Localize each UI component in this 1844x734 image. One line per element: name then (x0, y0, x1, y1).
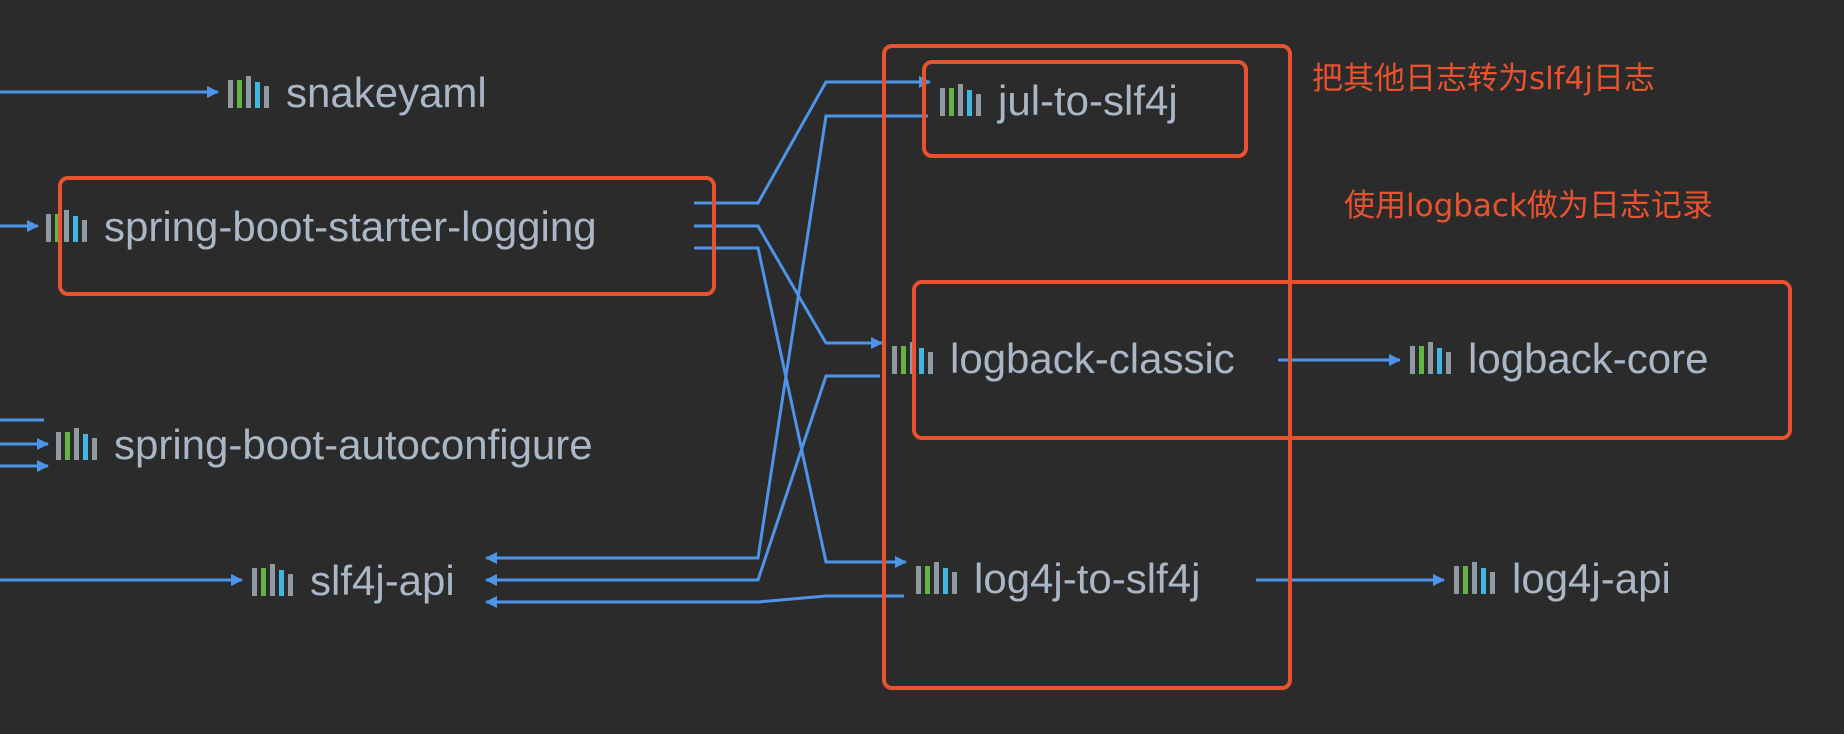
node-label: jul-to-slf4j (996, 77, 1178, 124)
node-label: logback-classic (950, 335, 1235, 382)
highlight-logback (912, 280, 1792, 440)
maven-library-icon (916, 562, 957, 594)
node-slf4j-api[interactable]: slf4j-api (252, 557, 455, 604)
node-snakeyaml[interactable]: snakeyaml (228, 69, 487, 116)
edge-logging-to-logback-classic (694, 224, 883, 349)
node-label: slf4j-api (310, 557, 455, 604)
node-logback-classic[interactable]: logback-classic (892, 335, 1235, 382)
maven-library-icon (940, 84, 981, 116)
node-label: spring-boot-autoconfigure (114, 421, 593, 468)
maven-library-icon (228, 76, 269, 108)
edge-logging-to-log4j-to-slf4j (694, 246, 907, 568)
node-spring-boot-starter-logging[interactable]: spring-boot-starter-logging (46, 203, 597, 250)
node-label: spring-boot-starter-logging (104, 203, 597, 250)
edges (0, 76, 1445, 608)
node-jul-to-slf4j[interactable]: jul-to-slf4j (940, 77, 1178, 124)
annotation-bridge-note: 把其他日志转为slf4j日志 (1312, 61, 1655, 97)
node-label: log4j-api (1512, 555, 1671, 602)
node-log4j-to-slf4j[interactable]: log4j-to-slf4j (916, 555, 1200, 602)
maven-library-icon (1454, 562, 1495, 594)
node-logback-core[interactable]: logback-core (1410, 335, 1708, 382)
highlight-jul-to-slf4j (922, 60, 1248, 158)
node-label: log4j-to-slf4j (974, 555, 1200, 602)
edge-logging-to-jul (694, 76, 931, 205)
node-label: logback-core (1468, 335, 1708, 382)
maven-library-icon (1410, 342, 1451, 374)
highlight-boxes (58, 44, 1792, 690)
maven-library-icon (252, 564, 293, 596)
maven-library-icon (46, 210, 87, 242)
maven-library-icon (56, 428, 97, 460)
highlight-bridge-column (882, 44, 1292, 690)
highlight-starter-logging (58, 176, 716, 296)
node-label: snakeyaml (286, 69, 487, 116)
node-spring-boot-autoconfigure[interactable]: spring-boot-autoconfigure (56, 421, 593, 468)
edge-log4j-to-slf4j-to-slf4j-api (485, 594, 904, 608)
edge-logback-classic-to-slf4j-api (485, 374, 880, 586)
edge-jul-to-slf4j-api (485, 114, 928, 564)
node-log4j-api[interactable]: log4j-api (1454, 555, 1671, 602)
annotation-logback-note: 使用logback做为日志记录 (1344, 188, 1713, 224)
